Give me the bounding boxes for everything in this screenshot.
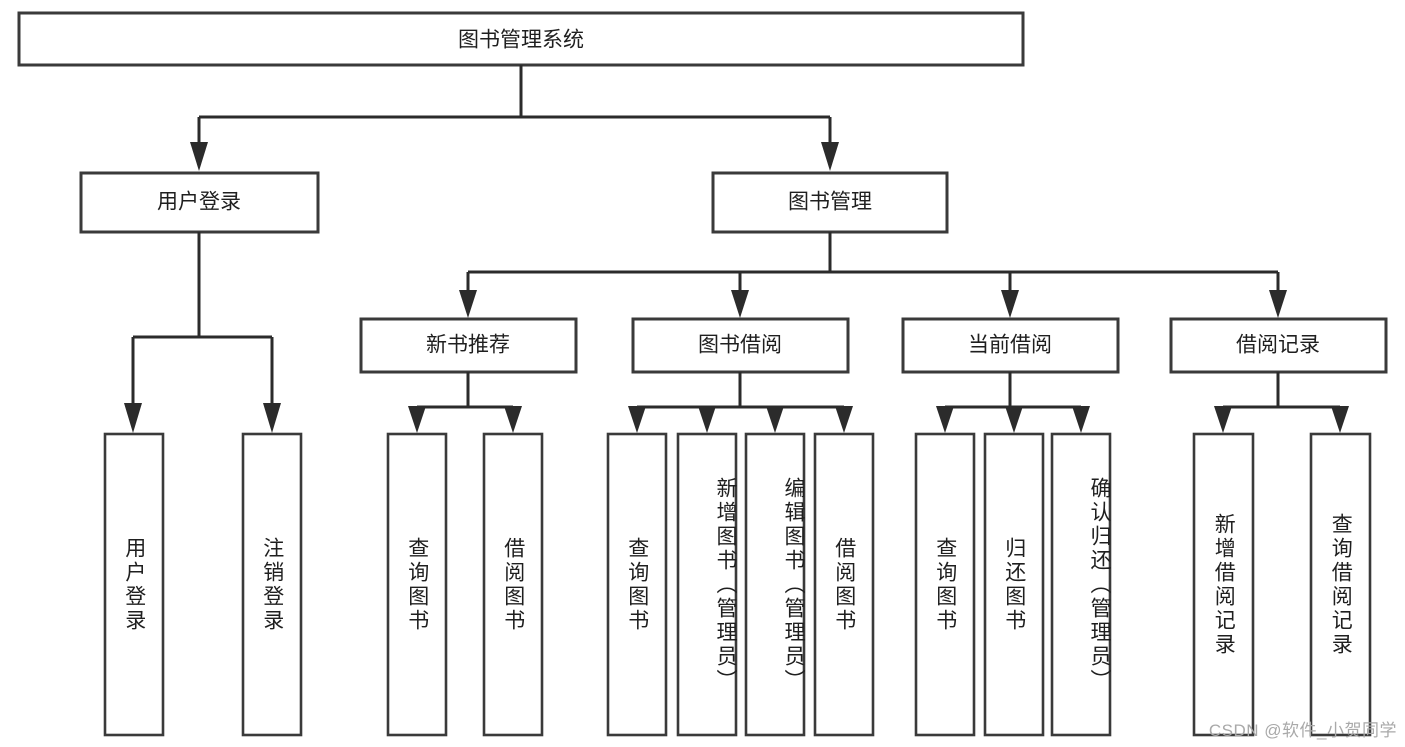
arrow-head-user-login <box>190 142 208 171</box>
arrow-head-borrow-record <box>1269 290 1287 318</box>
leaf-box-user-login[interactable] <box>103 432 165 737</box>
arrow-head-leaf-add-book <box>698 406 716 433</box>
arrow-head-leaf-query-book-1 <box>408 406 426 433</box>
arrow-head-current-borrow <box>1001 290 1019 318</box>
arrow-head-new-book-recommend <box>459 290 477 318</box>
node-book-borrow-label: 图书借阅 <box>698 334 782 357</box>
arrow-head-book-manage <box>821 142 839 171</box>
node-borrow-record-label: 借阅记录 <box>1236 334 1320 357</box>
leaf-box-query-record[interactable] <box>1309 432 1372 737</box>
node-book-borrow-box[interactable] <box>631 317 850 374</box>
leaf-box-query-book-3[interactable] <box>914 432 976 737</box>
arrow-head-leaf-query-record <box>1331 406 1349 433</box>
node-new-book-recommend-label: 新书推荐 <box>426 334 510 357</box>
node-root[interactable]: 图书管理系统 <box>17 11 1025 67</box>
connector-book-manage-to-level2 <box>459 232 1287 318</box>
connector-book-borrow-to-leaves <box>628 372 853 433</box>
connector-new-book-recommend-to-leaves <box>408 372 522 433</box>
leaf-box-confirm-return[interactable] <box>1050 432 1112 737</box>
arrow-head-leaf-query-book-3 <box>936 406 954 433</box>
node-book-manage-box[interactable] <box>711 171 949 234</box>
leaf-box-add-record[interactable] <box>1192 432 1255 737</box>
node-current-borrow[interactable]: 当前借阅 <box>901 317 1120 374</box>
arrow-head-book-borrow <box>731 290 749 318</box>
node-root-label: 图书管理系统 <box>458 29 584 52</box>
arrow-head-leaf-user-login <box>124 403 142 433</box>
leaf-box-borrow-book-1[interactable] <box>482 432 544 737</box>
leaf-box-logout[interactable] <box>241 432 303 737</box>
connector-user-login-to-leaves <box>124 232 281 433</box>
arrow-head-leaf-query-book-2 <box>628 406 646 433</box>
node-new-book-recommend-box[interactable] <box>359 317 578 374</box>
arrow-head-leaf-confirm-return <box>1072 406 1090 433</box>
node-borrow-record-box[interactable] <box>1169 317 1388 374</box>
node-book-borrow[interactable]: 图书借阅 <box>631 317 850 374</box>
leaf-box-query-book-2[interactable] <box>606 432 668 737</box>
leaf-box-query-book-1[interactable] <box>386 432 448 737</box>
node-book-manage[interactable]: 图书管理 <box>711 171 949 234</box>
leaf-box-return-book[interactable] <box>983 432 1045 737</box>
arrow-head-leaf-logout <box>263 403 281 433</box>
node-user-login[interactable]: 用户登录 <box>79 171 320 234</box>
leaf-box-borrow-book-2[interactable] <box>813 432 875 737</box>
node-current-borrow-box[interactable] <box>901 317 1120 374</box>
node-book-manage-label: 图书管理 <box>788 191 872 214</box>
csdn-watermark: CSDN @软件_小贺同学 <box>1208 721 1397 740</box>
leaf-box-edit-book[interactable] <box>744 432 806 737</box>
connector-borrow-record-to-leaves <box>1214 372 1349 433</box>
arrow-head-leaf-add-record <box>1214 406 1232 433</box>
leaf-box-add-book[interactable] <box>676 432 738 737</box>
connector-current-borrow-to-leaves <box>936 372 1090 433</box>
connector-root-to-level1 <box>190 65 839 171</box>
node-root-box[interactable] <box>17 11 1025 67</box>
arrow-head-leaf-borrow-book-1 <box>504 406 522 433</box>
node-user-login-label: 用户登录 <box>157 191 241 214</box>
node-current-borrow-label: 当前借阅 <box>968 334 1052 357</box>
arrow-head-leaf-borrow-book-2 <box>835 406 853 433</box>
node-borrow-record[interactable]: 借阅记录 <box>1169 317 1388 374</box>
arrow-head-leaf-return-book <box>1005 406 1023 433</box>
arrow-head-leaf-edit-book <box>766 406 784 433</box>
node-new-book-recommend[interactable]: 新书推荐 <box>359 317 578 374</box>
